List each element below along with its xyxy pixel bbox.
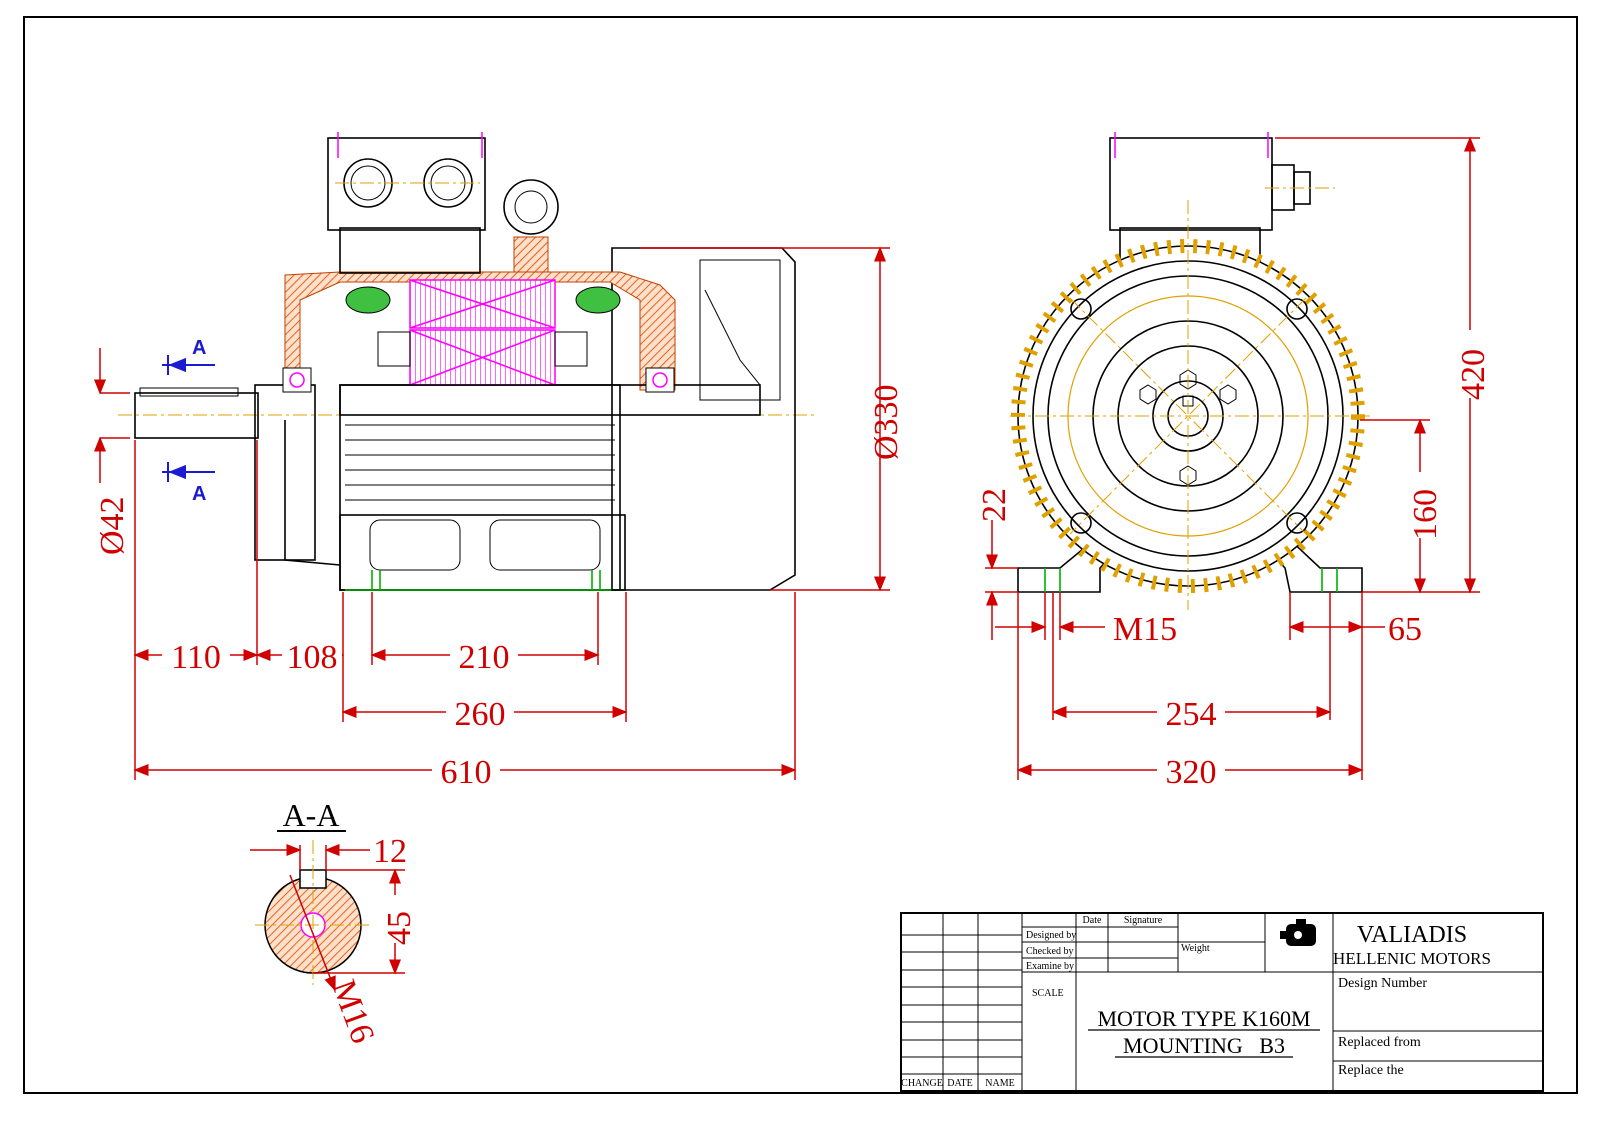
drawing-title-line2: MOUNTING B3 xyxy=(1123,1033,1285,1058)
side-view-dimensions: Ø42 Ø330 110 108 210 260 610 xyxy=(94,246,905,791)
company-subtitle: HELLENIC MOTORS xyxy=(1333,949,1491,968)
designed-by: Designed by xyxy=(1026,930,1076,941)
dim-key-height: 45 xyxy=(381,911,418,945)
hdr-signature: Signature xyxy=(1124,915,1163,926)
col-date: DATE xyxy=(947,1078,973,1089)
company-logo xyxy=(1280,919,1316,946)
dim-overall-length: 610 xyxy=(441,754,492,791)
sheet-border xyxy=(23,16,1578,1094)
hdr-date: Date xyxy=(1083,915,1102,926)
col-change: CHANGE xyxy=(901,1078,943,1089)
replace-the-label: Replace the xyxy=(1338,1063,1404,1078)
drawing-title-line1: MOTOR TYPE K160M xyxy=(1097,1006,1310,1031)
dim-foot-hole-spacing-width: 254 xyxy=(1166,696,1217,733)
dim-center-thread: M16 xyxy=(324,975,381,1048)
dim-foot-thickness: 22 xyxy=(976,488,1013,522)
front-view-dimensions: 420 160 22 M15 65 254 320 xyxy=(976,136,1492,791)
section-title: A-A xyxy=(283,797,340,833)
dim-frame-diameter: Ø330 xyxy=(868,384,905,460)
dim-key-width: 12 xyxy=(373,833,407,870)
design-number-label: Design Number xyxy=(1338,976,1427,991)
col-name: NAME xyxy=(985,1078,1014,1089)
section-marker-bottom: A xyxy=(192,483,206,505)
dim-shaft-length: 110 xyxy=(171,639,221,676)
weight-label: Weight xyxy=(1181,943,1210,954)
scale-label: SCALE xyxy=(1032,988,1064,999)
front-view xyxy=(1010,132,1370,610)
dim-foot-edge: 65 xyxy=(1388,611,1422,648)
dim-shaft-diameter: Ø42 xyxy=(94,496,131,555)
dim-shaft-height: 160 xyxy=(1407,489,1444,540)
title-block: CHANGE DATE NAME Date Signature Designed… xyxy=(900,912,1544,1092)
section-marker-top: A xyxy=(192,337,206,359)
section-a-a: A-A 12 45 M16 xyxy=(250,797,418,1048)
dim-foot-hole-spacing: 210 xyxy=(459,639,510,676)
dim-foot-width: 320 xyxy=(1166,754,1217,791)
dim-foot-length: 260 xyxy=(455,696,506,733)
dim-overall-height: 420 xyxy=(1455,349,1492,400)
replaced-from-label: Replaced from xyxy=(1338,1035,1421,1050)
dim-shoulder-to-foot: 108 xyxy=(287,639,338,676)
examined-by: Examine by xyxy=(1026,961,1074,972)
side-view: A A xyxy=(118,132,815,591)
dim-foot-hole: M15 xyxy=(1113,611,1177,648)
checked-by: Checked by xyxy=(1026,946,1074,957)
company-name: VALIADIS xyxy=(1357,922,1467,948)
